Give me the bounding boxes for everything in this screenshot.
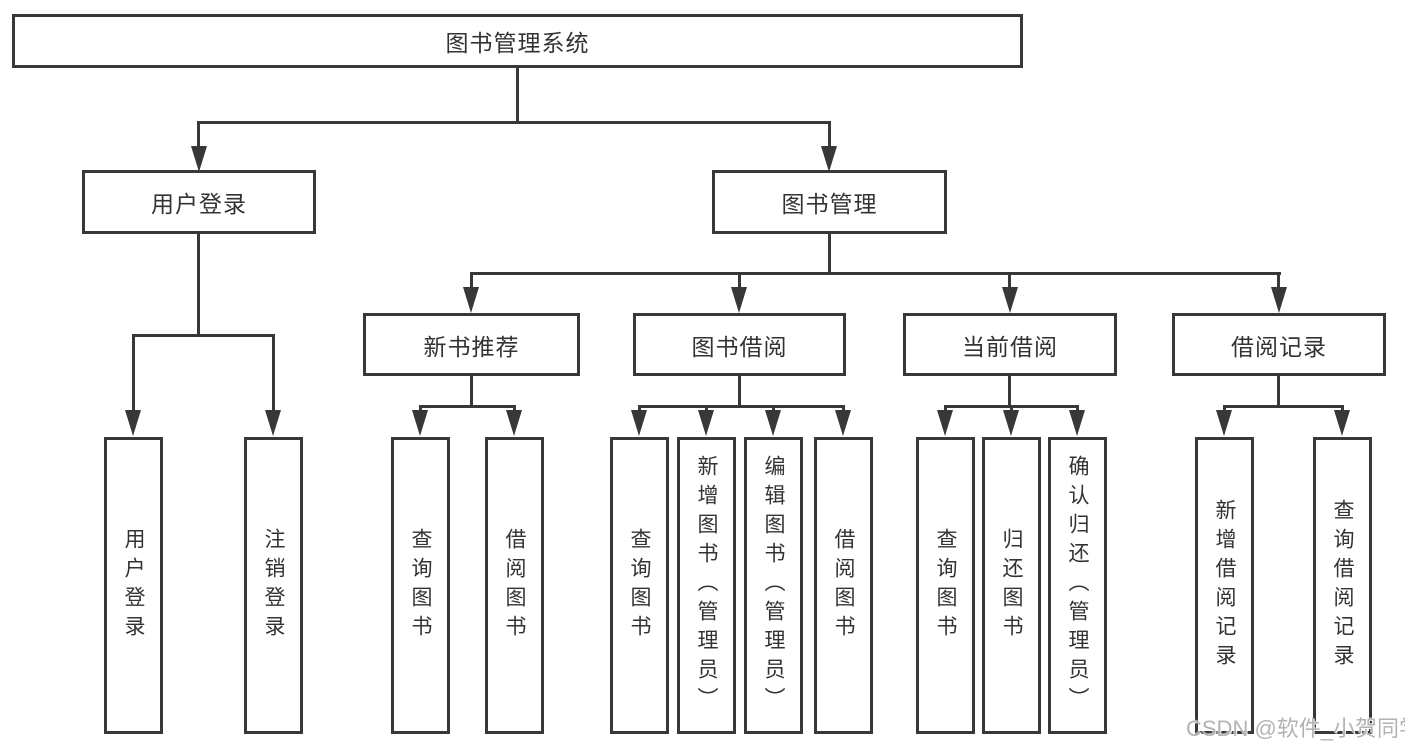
arrow-down-icon: [1003, 410, 1019, 436]
connector-line: [470, 272, 473, 288]
connector-line: [1223, 405, 1344, 408]
node-label: 注销登录: [262, 527, 285, 644]
arrow-down-icon: [191, 146, 207, 172]
connector-line: [1010, 405, 1013, 414]
node-label: 查询图书: [409, 527, 432, 644]
connector-line: [638, 405, 641, 414]
leaf-borrow-books: 借阅图书: [814, 437, 873, 734]
arrow-down-icon: [412, 410, 428, 436]
node-label: 图书借阅: [691, 333, 788, 360]
leaf-add-borrow-record: 新增借阅记录: [1195, 437, 1254, 734]
arrow-down-icon: [731, 287, 747, 313]
connector-line: [272, 334, 275, 412]
node-label: 借阅图书: [503, 527, 526, 644]
node-label: 借阅记录: [1231, 333, 1327, 360]
connector-line: [828, 234, 831, 274]
node-library-system: 图书管理系统: [12, 14, 1023, 68]
node-label: 编辑图书（管理员）: [762, 455, 785, 716]
node-label: 图书管理: [781, 191, 878, 217]
connector-line: [828, 121, 831, 149]
connector-line: [1223, 405, 1226, 414]
arrow-down-icon: [698, 410, 714, 436]
connector-line: [842, 405, 845, 414]
arrow-down-icon: [765, 410, 781, 436]
node-label: 归还图书: [1000, 527, 1023, 644]
leaf-return-books: 归还图书: [982, 437, 1041, 734]
arrow-down-icon: [265, 410, 281, 436]
node-user-login: 用户登录: [82, 170, 316, 234]
leaf-user-login: 用户登录: [104, 437, 163, 734]
connector-line: [197, 234, 200, 337]
arrow-down-icon: [463, 287, 479, 313]
connector-line: [470, 272, 1281, 275]
connector-line: [197, 121, 831, 124]
leaf-borrow-books-recommend: 借阅图书: [485, 437, 544, 734]
arrow-down-icon: [937, 410, 953, 436]
node-label: 新增图书（管理员）: [695, 455, 718, 716]
connector-line: [1008, 376, 1011, 408]
connector-line: [738, 272, 741, 288]
connector-line: [1277, 272, 1280, 288]
connector-line: [513, 405, 516, 414]
connector-line: [1008, 272, 1011, 288]
arrow-down-icon: [821, 146, 837, 172]
arrow-down-icon: [125, 410, 141, 436]
node-label: 确认归还（管理员）: [1066, 455, 1089, 716]
node-label: 查询图书: [628, 527, 651, 644]
node-borrowing-records: 借阅记录: [1172, 313, 1386, 376]
connector-line: [944, 405, 947, 414]
leaf-edit-books-admin: 编辑图书（管理员）: [744, 437, 803, 734]
leaf-query-books-borrow: 查询图书: [610, 437, 669, 734]
arrow-down-icon: [1069, 410, 1085, 436]
leaf-add-books-admin: 新增图书（管理员）: [677, 437, 736, 734]
node-book-management: 图书管理: [712, 170, 947, 234]
connector-line: [132, 334, 135, 412]
connector-line: [419, 405, 422, 414]
connector-line: [638, 405, 845, 408]
connector-line: [772, 405, 775, 414]
leaf-query-borrow-record: 查询借阅记录: [1313, 437, 1372, 734]
connector-line: [1076, 405, 1079, 414]
arrow-down-icon: [1216, 410, 1232, 436]
connector-line: [197, 121, 200, 149]
node-label: 新增借阅记录: [1213, 498, 1236, 673]
arrow-down-icon: [631, 410, 647, 436]
leaf-logout: 注销登录: [244, 437, 303, 734]
connector-line: [132, 334, 275, 337]
node-label: 查询借阅记录: [1331, 498, 1354, 673]
leaf-query-books-current: 查询图书: [916, 437, 975, 734]
node-label: 查询图书: [934, 527, 957, 644]
connector-line: [470, 376, 473, 408]
node-new-book-recommendation: 新书推荐: [363, 313, 580, 376]
connector-line: [516, 68, 519, 124]
arrow-down-icon: [835, 410, 851, 436]
connector-line: [419, 405, 516, 408]
node-book-borrowing: 图书借阅: [633, 313, 846, 376]
node-label: 借阅图书: [832, 527, 855, 644]
node-label: 新书推荐: [423, 333, 520, 360]
arrow-down-icon: [1002, 287, 1018, 313]
node-label: 用户登录: [151, 191, 247, 217]
node-label: 用户登录: [122, 527, 145, 644]
leaf-query-books-recommend: 查询图书: [391, 437, 450, 734]
arrow-down-icon: [1271, 287, 1287, 313]
connector-line: [1277, 376, 1280, 408]
connector-line: [738, 376, 741, 408]
leaf-confirm-return-admin: 确认归还（管理员）: [1048, 437, 1107, 734]
watermark: CSDN @软件_小贺同学: [1186, 716, 1405, 741]
node-label: 图书管理系统: [445, 30, 590, 56]
arrow-down-icon: [506, 410, 522, 436]
connector-line: [1341, 405, 1344, 414]
arrow-down-icon: [1334, 410, 1350, 436]
node-current-borrowing: 当前借阅: [903, 313, 1117, 376]
connector-line: [705, 405, 708, 414]
node-label: 当前借阅: [962, 333, 1058, 360]
